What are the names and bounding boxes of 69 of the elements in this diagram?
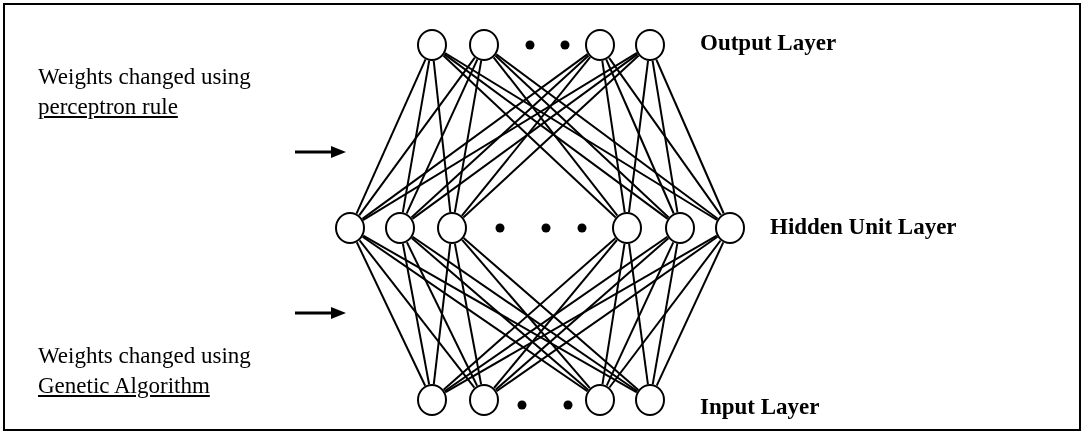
connection-line [655, 241, 725, 387]
connection-line [494, 54, 670, 219]
connection-line [401, 59, 431, 214]
connection-line [442, 237, 617, 391]
neuron-circle [612, 212, 642, 244]
connection-line [628, 59, 649, 214]
connection-line [443, 53, 669, 220]
connection-line [461, 238, 591, 390]
neuron-circle [437, 212, 467, 244]
connection-line [444, 52, 718, 221]
neuron-circle [469, 29, 499, 61]
connection-line [405, 241, 479, 387]
annotation-text: perceptron rule [38, 94, 178, 120]
connection-line [432, 242, 452, 386]
connection-line [605, 58, 675, 215]
connection-line [444, 234, 718, 394]
connection-line [411, 53, 639, 220]
annotation-text: Weights changed using [38, 343, 251, 369]
connection-line [605, 241, 675, 387]
neuron-circle [585, 29, 615, 61]
connection-line [628, 242, 649, 386]
connection-line [410, 54, 590, 219]
connection-line [495, 235, 719, 393]
neuron-circle [335, 212, 365, 244]
connection-line [405, 58, 479, 215]
connection-line [361, 235, 589, 393]
connection-line [355, 241, 427, 387]
connection-line [443, 235, 669, 393]
connection-line [401, 242, 431, 386]
connection-line [492, 56, 619, 217]
connection-line [361, 53, 589, 220]
connection-line [432, 59, 452, 214]
neuron-circle [715, 212, 745, 244]
connection-line [442, 54, 617, 219]
neuron-circle [417, 384, 447, 416]
neuron-circle [665, 212, 695, 244]
neuron-circle [635, 29, 665, 61]
connection-line [453, 242, 483, 386]
connection-line [608, 56, 722, 217]
connection-line [494, 237, 670, 391]
connection-line [411, 235, 639, 393]
connection-line [362, 234, 638, 394]
layer-label: Hidden Unit Layer [770, 214, 957, 240]
connection-line [453, 59, 483, 214]
connection-line [608, 239, 722, 389]
connection-line [601, 242, 626, 386]
layer-label: Input Layer [700, 394, 820, 420]
neuron-circle [585, 384, 615, 416]
neuron-circle [635, 384, 665, 416]
neuron-circle [417, 29, 447, 61]
connection-line [410, 237, 590, 391]
connection-line [358, 239, 476, 389]
connection-line [655, 58, 725, 215]
layer-label: Output Layer [700, 30, 837, 56]
connection-line [462, 237, 640, 391]
connection-line [493, 239, 618, 389]
connection-line [362, 51, 638, 222]
connection-line [601, 59, 626, 214]
neuron-circle [469, 384, 499, 416]
connection-line [462, 54, 640, 219]
connection-line [358, 56, 476, 217]
connection-line [651, 242, 679, 386]
connection-line [495, 53, 719, 220]
connection-line [651, 59, 679, 214]
annotation-text: Weights changed using [38, 64, 251, 90]
annotation-text: Genetic Algorithm [38, 373, 210, 399]
connection-line [355, 58, 427, 215]
connection-line [460, 56, 592, 217]
neuron-circle [385, 212, 415, 244]
